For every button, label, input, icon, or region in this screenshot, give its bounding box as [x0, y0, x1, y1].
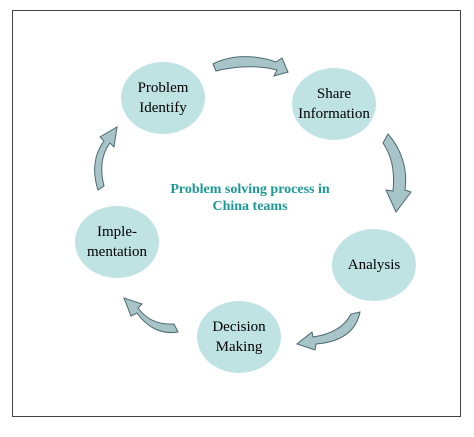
- curved-arrow-icon: [382, 133, 412, 213]
- step-decision-making: Decision Making: [197, 301, 281, 373]
- curved-arrow-icon: [94, 126, 118, 191]
- step-share-information: Share Information: [292, 68, 376, 140]
- step-analysis: Analysis: [332, 229, 416, 301]
- step-implementation: Imple- mentation: [75, 206, 159, 278]
- curved-arrow-icon: [295, 311, 361, 351]
- diagram-title: Problem solving process in China teams: [170, 182, 330, 214]
- curved-arrow-icon: [123, 297, 179, 334]
- curved-arrow-icon: [212, 56, 289, 77]
- step-problem-identify: Problem Identify: [121, 62, 205, 134]
